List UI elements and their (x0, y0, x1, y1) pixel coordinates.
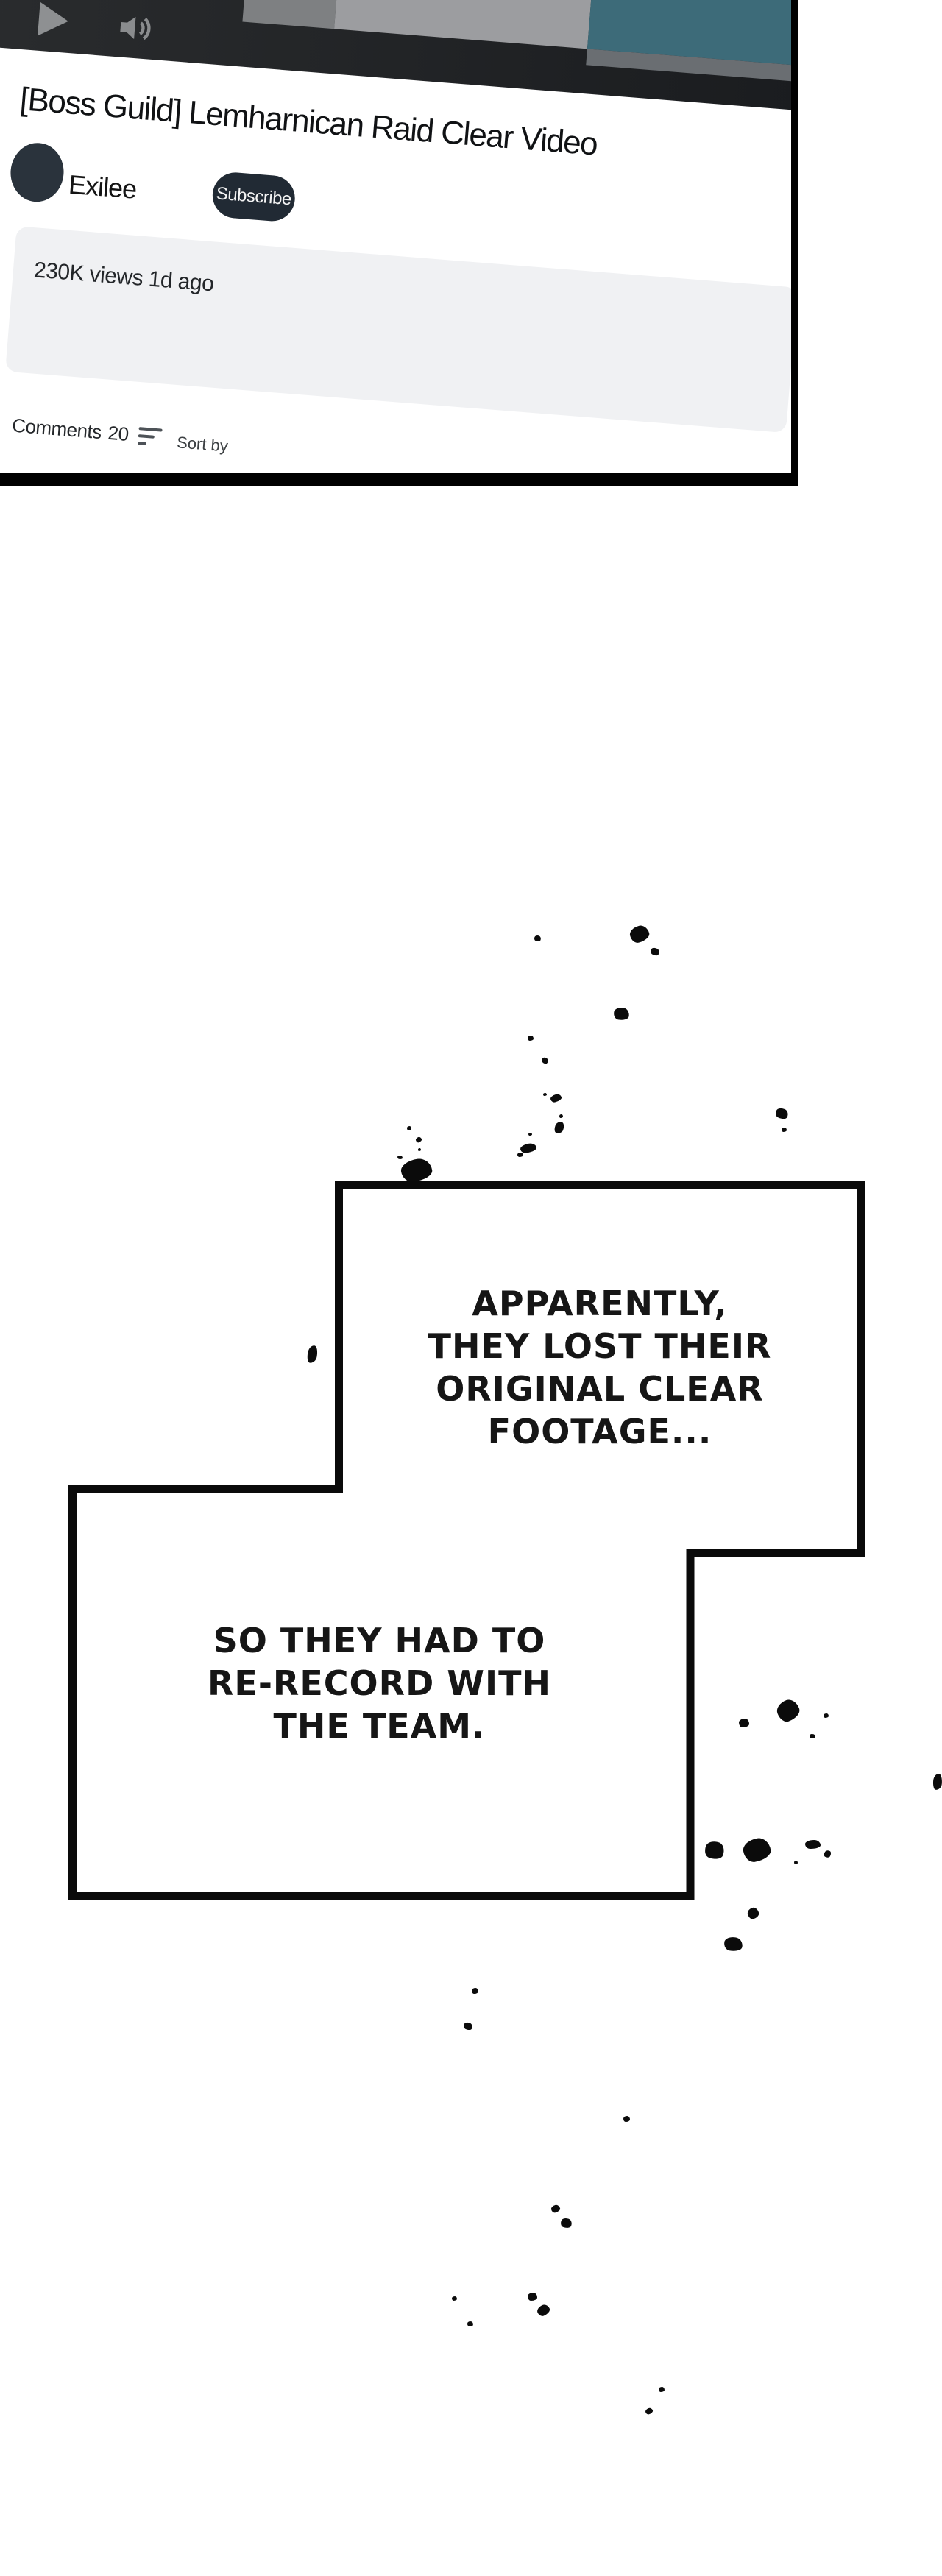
bubble2-line: RE-RECORD WITH (208, 1663, 551, 1703)
bubble2-line: SO THEY HAD TO (213, 1621, 546, 1660)
speaker-icon[interactable] (114, 6, 155, 50)
bubble2-line: THE TEAM. (273, 1706, 486, 1746)
bubble1-line: APPARENTLY, (472, 1284, 728, 1323)
video-player-panel: [Boss Guild] Lemharnican Raid Clear Vide… (0, 0, 798, 486)
bubble1-line: ORIGINAL CLEAR (436, 1369, 764, 1409)
bubble1-line: THEY LOST THEIR (428, 1326, 772, 1366)
speech-bubble-1: APPARENTLY, THEY LOST THEIR ORIGINAL CLE… (335, 1282, 865, 1453)
video-player-area (0, 0, 791, 124)
video-page-tilt: [Boss Guild] Lemharnican Raid Clear Vide… (0, 0, 791, 473)
bubble1-line: FOOTAGE... (487, 1412, 712, 1451)
speech-bubble-2: SO THEY HAD TO RE-RECORD WITH THE TEAM. (68, 1619, 690, 1747)
